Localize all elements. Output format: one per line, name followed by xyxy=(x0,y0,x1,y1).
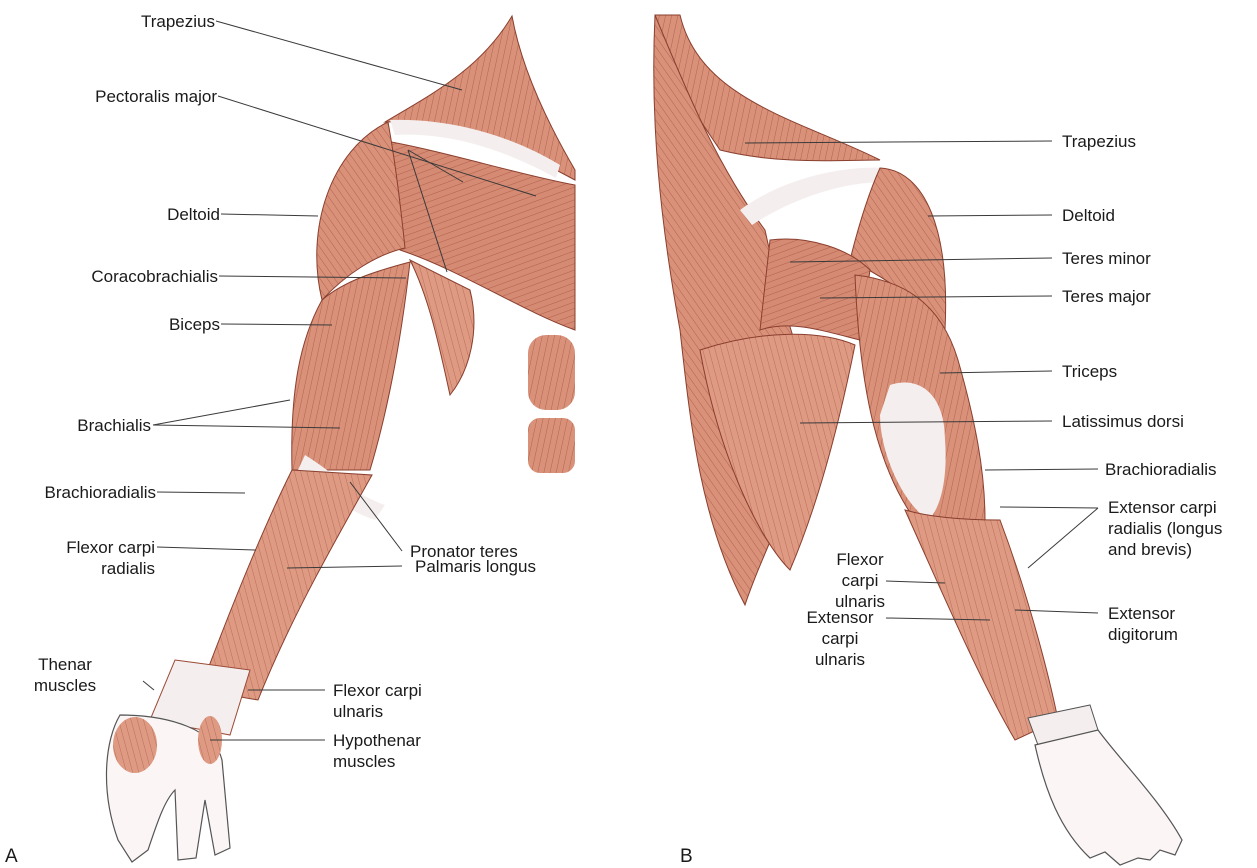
forearm-a xyxy=(200,470,372,700)
label-brachioradialis-b: Brachioradialis xyxy=(1105,459,1255,480)
panel-letter-b: B xyxy=(680,846,693,868)
panel-letter-a: A xyxy=(5,846,18,868)
label-hypothenar-muscles-a: Hypothenar muscles xyxy=(333,730,473,772)
label-biceps-a: Biceps xyxy=(120,314,220,335)
label-palmaris-longus-a: Palmaris longus xyxy=(415,556,595,577)
rectus-block-2 xyxy=(528,418,575,473)
label-deltoid-b: Deltoid xyxy=(1062,205,1212,226)
hand-b xyxy=(1035,730,1182,865)
label-flexor-carpi-ulnaris-b: Flexor carpi ulnaris xyxy=(810,549,910,612)
label-teres-minor-b: Teres minor xyxy=(1062,248,1212,269)
label-teres-major-b: Teres major xyxy=(1062,286,1212,307)
triceps-tendon-b xyxy=(880,382,946,520)
label-extensor-digitorum-b: Extensor digitorum xyxy=(1108,603,1248,645)
label-brachioradialis-a: Brachioradialis xyxy=(10,482,156,503)
label-flexor-carpi-radialis-a: Flexor carpi radialis xyxy=(30,537,155,579)
label-trapezius-b: Trapezius xyxy=(1062,131,1212,152)
label-brachialis-a: Brachialis xyxy=(40,415,151,436)
rectus-block-1 xyxy=(528,335,575,410)
label-thenar-muscles-a: Thenar muscles xyxy=(15,654,115,696)
forearm-b xyxy=(905,510,1058,740)
label-extensor-carpi-ulnaris-b: Extensor carpi ulnaris xyxy=(790,607,890,670)
label-extensor-carpi-radialis-b: Extensor carpi radialis (longus and brev… xyxy=(1108,497,1253,560)
label-coracobrachialis-a: Coracobrachialis xyxy=(25,266,218,287)
label-pectoralis-major-a: Pectoralis major xyxy=(50,86,217,107)
serratus-a xyxy=(410,260,474,395)
label-flexor-carpi-ulnaris-a: Flexor carpi ulnaris xyxy=(333,680,473,722)
label-triceps-b: Triceps xyxy=(1062,361,1212,382)
thenar-muscles-a xyxy=(113,717,157,773)
upper-arm-a xyxy=(292,262,410,470)
label-trapezius-a: Trapezius xyxy=(100,11,215,32)
label-deltoid-a: Deltoid xyxy=(120,204,220,225)
label-latissimus-dorsi-b: Latissimus dorsi xyxy=(1062,411,1232,432)
